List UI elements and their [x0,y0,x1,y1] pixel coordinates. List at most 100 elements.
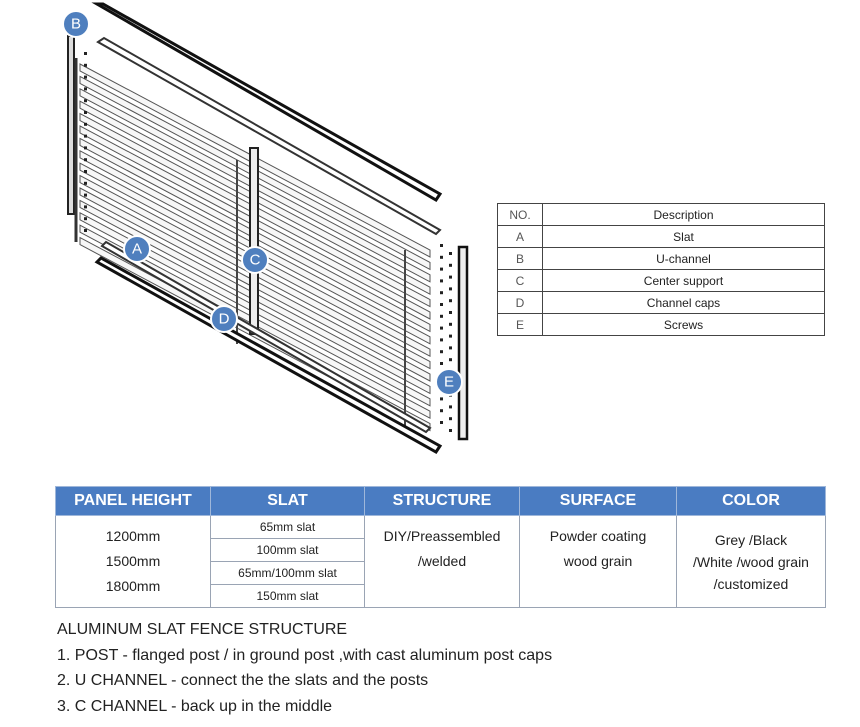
part-description: U-channel [542,247,825,270]
screw-hole [84,217,87,221]
screw-hole [449,311,452,314]
parts-table-header: NO. Description [497,203,825,226]
surface-cell: Powder coating wood grain [519,515,677,608]
svg-text:B: B [71,16,81,33]
bottom-rail [94,256,443,454]
screw-hole [84,52,87,55]
screw-hole [449,334,452,338]
structure-cell: DIY/Preassembled /welded [364,515,520,608]
screw-hole [449,358,452,362]
center-support [249,147,259,335]
part-description: Center support [542,269,825,292]
screw-hole [84,63,87,67]
callout-d: D [210,305,238,333]
screw-hole [449,263,452,267]
table-row: B U-channel [497,247,825,270]
note-item: 2. U CHANNEL - connect the the slats and… [57,672,429,689]
left-u-channel [67,35,75,215]
part-no: E [497,313,543,336]
svg-text:E: E [444,374,454,391]
screw-hole [84,181,87,185]
color-value: Grey /Black [714,531,788,548]
screw-hole [440,303,443,306]
structure-value: DIY/Preassembled [383,528,501,544]
screw-hole [84,87,87,91]
screw-hole [84,75,87,79]
bottom-channel-cap [100,240,432,434]
no-header: NO. [497,203,543,226]
table-row: D Channel caps [497,291,825,314]
table-row: 150mm slat [56,584,826,608]
screw-hole [440,267,443,271]
screw-hole [84,146,87,150]
screw-hole [449,346,452,350]
panel-height-value: 1800mm [105,578,161,594]
part-description: Channel caps [542,291,825,314]
part-description: Slat [542,225,825,248]
note-item: 3. C CHANNEL - back up in the middle [57,697,333,715]
screw-hole [84,158,87,162]
header-slat: SLAT [210,486,365,516]
screw-hole [84,111,87,114]
part-description: Screws [542,313,825,336]
screw-hole [440,255,443,259]
screw-hole [440,409,443,413]
surface-value: Powder coating [549,528,647,544]
screw-hole [440,244,443,247]
slat-value: 150mm slat [210,584,365,608]
note-item: 1. POST - flanged post / in ground post … [57,646,553,664]
screw-hole [440,397,443,401]
color-value: /customized [713,575,789,592]
slat-value: 65mm slat [210,515,365,539]
screw-hole [440,350,443,354]
callout-e: E [435,368,463,396]
screw-hole [449,299,452,303]
screw-hole [84,122,87,126]
slat-value: 65mm/100mm slat [210,561,365,585]
spec-table: PANEL HEIGHT SLAT STRUCTURE SURFACE COLO… [55,486,826,608]
table-row: A Slat [497,225,825,248]
screw-hole [449,429,452,432]
structure-notes: ALUMINUM SLAT FENCE STRUCTURE 1. POST - … [57,617,552,719]
table-row: 1200mm 1500mm 1800mm 65mm slat DIY/Preas… [55,515,826,608]
screw-hole [449,417,452,421]
screw-hole [449,405,452,409]
screw-hole [84,229,87,232]
notes-title: ALUMINUM SLAT FENCE STRUCTURE [57,621,348,638]
header-structure: STRUCTURE [364,486,520,516]
exploded-fence-diagram: B A C D E [62,2,469,454]
part-no: B [497,247,543,270]
header-panel-height: PANEL HEIGHT [55,486,211,516]
color-value: /White /wood grain [693,553,809,570]
callout-a: A [123,235,151,263]
color-cell: Grey /Black /White /wood grain /customiz… [676,515,826,608]
frame-parts [67,2,469,454]
screw-hole [440,338,443,342]
panel-height-value: 1200mm [105,528,161,544]
screw-hole [449,287,452,291]
screw-hole [84,99,87,103]
callout-b: B [62,10,90,38]
svg-text:A: A [132,241,142,258]
part-no: C [497,269,543,292]
right-u-channel [457,245,469,441]
structure-value: /welded [417,553,467,569]
svg-text:C: C [250,252,261,269]
description-header: Description [542,203,825,226]
top-rail [96,36,442,236]
screw-hole [449,252,452,255]
svg-text:D: D [219,311,230,328]
screw-hole [440,314,443,318]
panel-height-cell: 1200mm 1500mm 1800mm [55,515,211,608]
table-row: E Screws [497,313,825,336]
screw-hole [84,134,87,138]
header-surface: SURFACE [519,486,677,516]
screw-hole [84,170,87,173]
part-no: D [497,291,543,314]
screw-hole [440,421,443,424]
screw-hole [84,205,87,209]
panel-height-value: 1500mm [105,553,161,569]
screw-hole [440,291,443,295]
spec-table-header: PANEL HEIGHT SLAT STRUCTURE SURFACE COLO… [55,486,826,516]
part-no: A [497,225,543,248]
